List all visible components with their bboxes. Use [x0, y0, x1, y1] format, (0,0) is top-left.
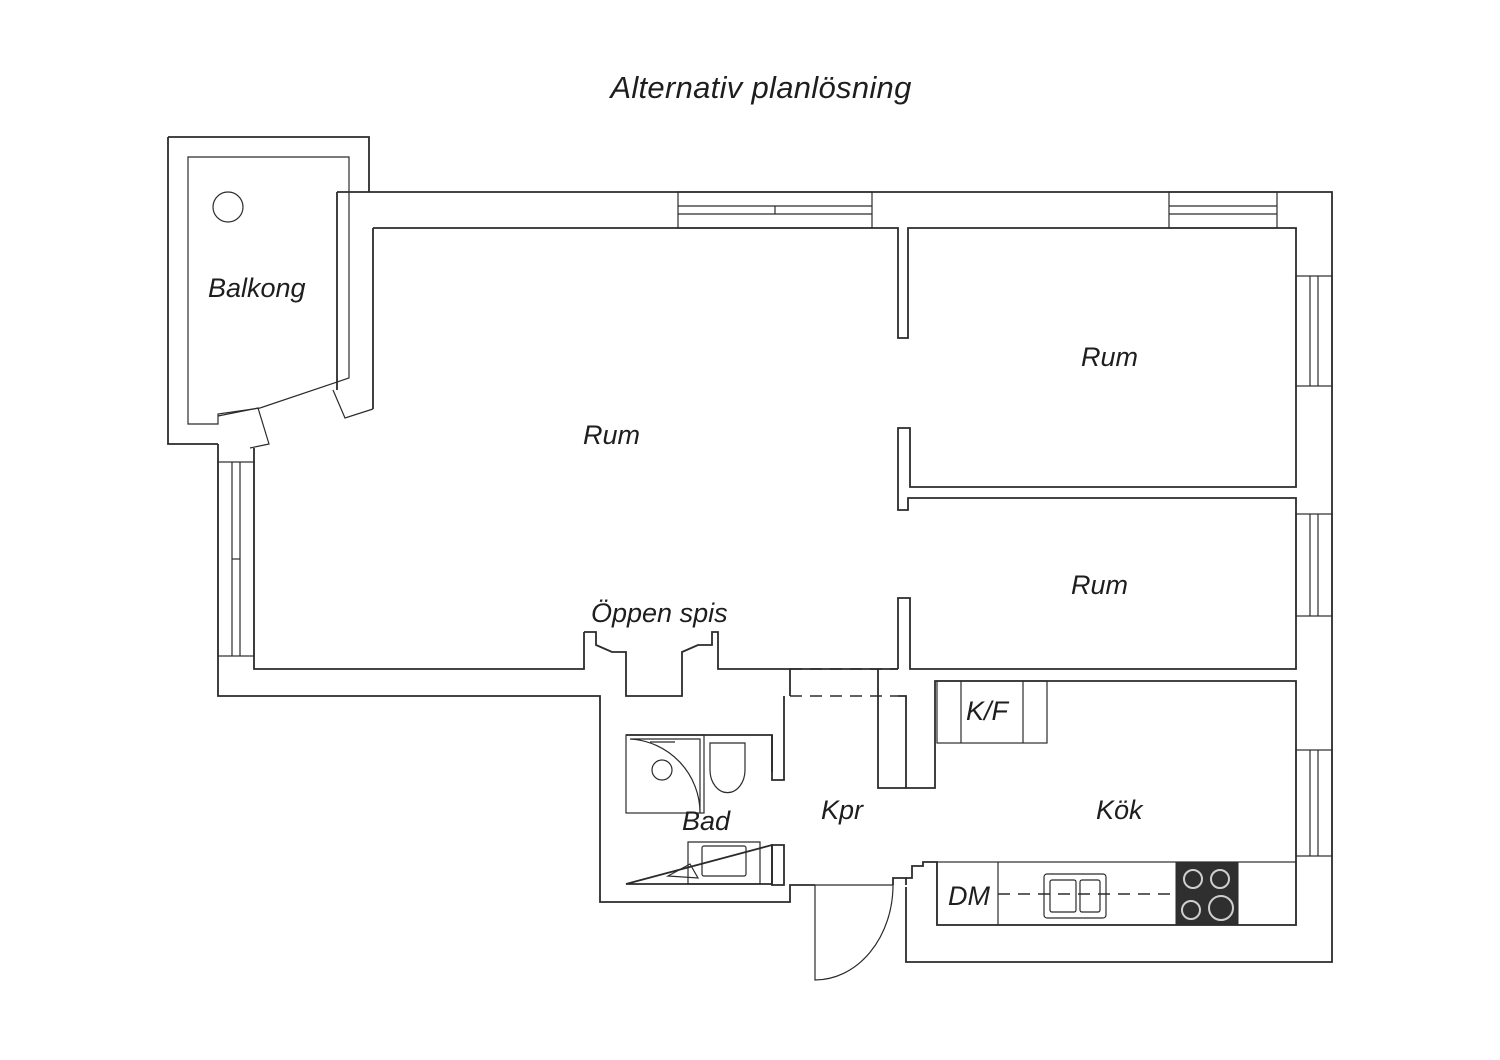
balcony-door[interactable] [217, 407, 270, 449]
sink-icon [701, 845, 747, 877]
dishwasher-label: DM [948, 881, 990, 911]
room-label-balkong: Balkong [208, 273, 306, 303]
windows [217, 191, 1333, 857]
shower-drain-icon [651, 759, 673, 781]
bathroom [625, 734, 773, 885]
balcony [167, 136, 374, 449]
room-label-bad: Bad [682, 806, 731, 836]
hair-dryer-icon [665, 863, 700, 879]
fireplace-label: Öppen spis [591, 598, 728, 628]
counter [936, 861, 1297, 926]
kitchen-sink-icon [1043, 873, 1107, 919]
plan-title: Alternativ planlösning [610, 70, 912, 105]
entrance-door[interactable] [814, 884, 894, 981]
shower-icon [629, 738, 701, 814]
sink-cabinet [687, 841, 761, 885]
room-label-kok: Kök [1096, 795, 1143, 825]
room-label-kpr: Kpr [821, 795, 864, 825]
kitchen [936, 680, 1297, 926]
room-label-upper: Rum [1081, 342, 1139, 372]
toilet-icon [709, 742, 746, 794]
room-label-lower: Rum [1071, 570, 1129, 600]
outer-walls [217, 191, 1333, 963]
room-label-living: Rum [583, 420, 641, 450]
plant-icon [212, 191, 244, 223]
fridge-label: K/F [966, 696, 1009, 726]
